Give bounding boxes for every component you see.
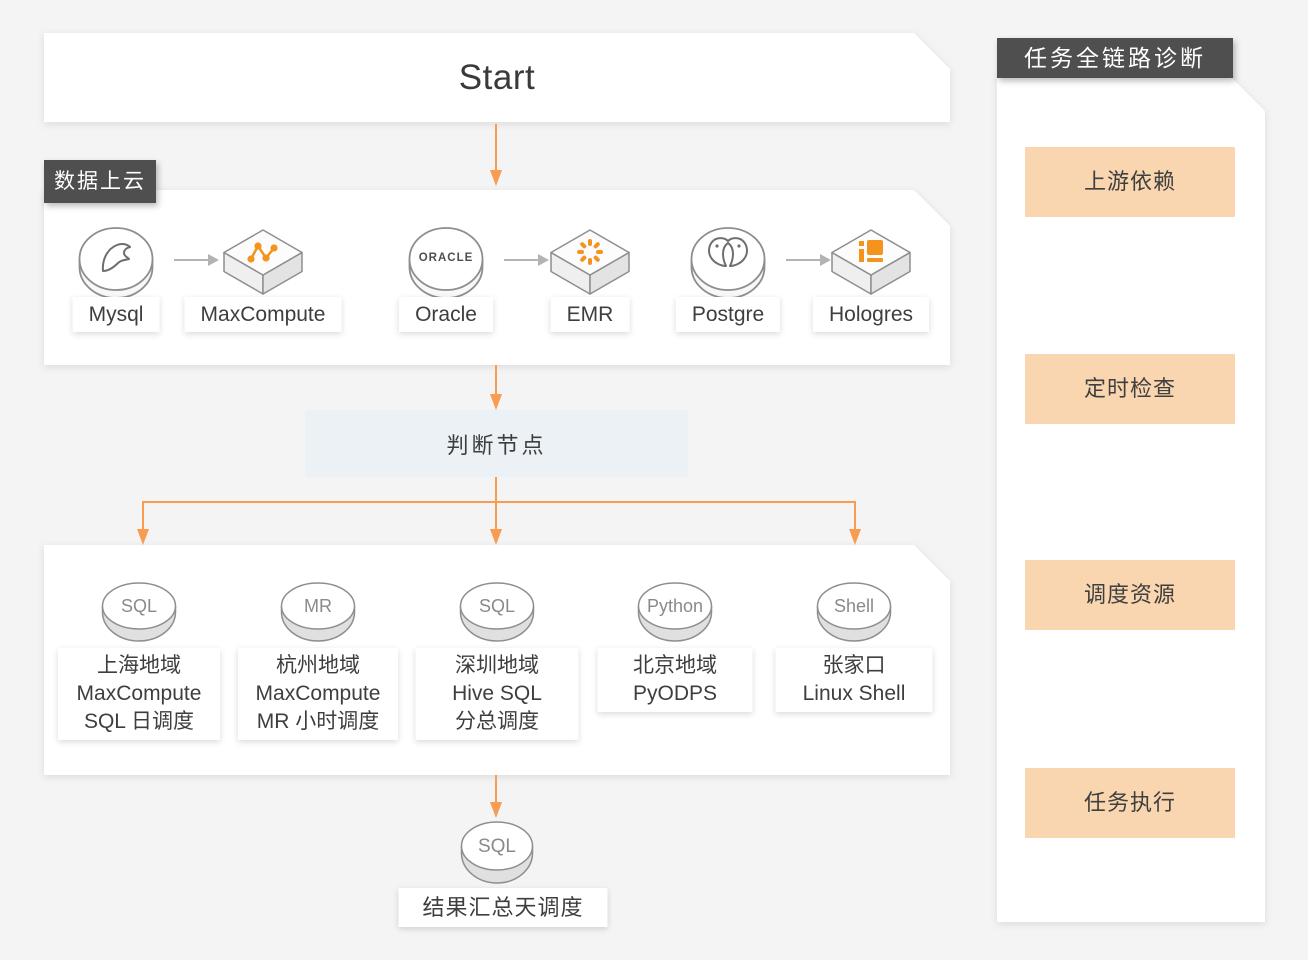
- task-cylinder-mr-hangzhou: [280, 582, 356, 642]
- arrowhead-task-to-result: [490, 802, 502, 818]
- emr-dots-icon: [577, 239, 603, 265]
- arrowhead-start-to-upload: [490, 170, 502, 186]
- upload-panel: [44, 190, 950, 365]
- maxcompute-zigzag-icon: [247, 242, 278, 263]
- task-label-4: 北京地域 PyODPS: [597, 648, 753, 712]
- arrow-postgre-to-hologres: [786, 259, 820, 261]
- arrow-start-to-upload: [495, 124, 497, 170]
- task-type-1: SQL: [120, 596, 158, 616]
- arrowhead-branch-left: [137, 529, 149, 545]
- task-type-5: Shell: [833, 596, 875, 616]
- arrow-upload-to-judge: [495, 365, 497, 395]
- branch-center-line: [495, 501, 497, 529]
- branch-stub-line: [495, 477, 497, 502]
- mysql-label: Mysql: [72, 297, 160, 332]
- result-label: 结果汇总天调度: [398, 888, 608, 927]
- task-cylinder-sql-shenzhen: [459, 582, 535, 642]
- judge-node: 判断节点: [305, 410, 688, 477]
- task-label-5: 张家口 Linux Shell: [775, 648, 933, 712]
- maxcompute-cube: [223, 229, 303, 295]
- emr-label: EMR: [550, 297, 630, 332]
- arrow-oracle-to-emr: [504, 259, 538, 261]
- arrow-task-to-result: [495, 775, 497, 803]
- task-type-4: Python: [646, 596, 704, 616]
- task-label-2: 杭州地域 MaxCompute MR 小时调度: [238, 648, 398, 740]
- task-cylinder-shell-zhangjiakou: [816, 582, 892, 642]
- arrowhead-oracle-to-emr: [538, 254, 549, 266]
- arrowhead-upload-to-judge: [490, 394, 502, 410]
- upload-section-tag: 数据上云: [44, 160, 156, 203]
- hologres-logo-icon: [859, 240, 883, 262]
- start-box: Start: [44, 33, 950, 122]
- task-type-3: SQL: [478, 596, 516, 616]
- task-label-3: 深圳地域 Hive SQL 分总调度: [415, 648, 579, 740]
- sidebar-item-scheduled-check: 定时检查: [1025, 354, 1235, 424]
- postgresql-elephant-icon: [708, 237, 748, 267]
- task-cylinder-python-beijing: [637, 582, 713, 642]
- oracle-label: Oracle: [399, 297, 493, 332]
- emr-cube: [550, 229, 630, 295]
- result-type: SQL: [477, 836, 517, 857]
- arrow-mysql-to-maxcompute: [174, 259, 208, 261]
- maxcompute-label: MaxCompute: [184, 297, 342, 332]
- arrowhead-branch-right: [849, 529, 861, 545]
- task-type-2: MR: [304, 596, 332, 616]
- task-label-1: 上海地域 MaxCompute SQL 日调度: [58, 648, 220, 740]
- mysql-dolphin-icon: [101, 242, 131, 272]
- sidebar-title: 任务全链路诊断: [997, 38, 1233, 78]
- arrowhead-branch-center: [490, 529, 502, 545]
- postgre-cylinder: [690, 227, 766, 299]
- judge-node-label: 判断节点: [446, 432, 547, 458]
- oracle-wordmark-icon: ORACLE: [418, 252, 474, 264]
- result-cylinder: [460, 821, 534, 884]
- oracle-cylinder: [408, 227, 484, 299]
- postgre-label: Postgre: [675, 297, 781, 332]
- hologres-label: Hologres: [812, 297, 930, 332]
- sidebar-item-scheduling-resources: 调度资源: [1025, 560, 1235, 630]
- mysql-cylinder: [78, 227, 154, 299]
- sidebar-item-upstream-dependency: 上游依赖: [1025, 147, 1235, 217]
- sidebar-item-task-execution: 任务执行: [1025, 768, 1235, 838]
- task-cylinder-sql-shanghai: [101, 582, 177, 642]
- arrowhead-postgre-to-hologres: [820, 254, 831, 266]
- hologres-cube: [831, 229, 911, 295]
- arrowhead-mysql-to-maxcompute: [208, 254, 219, 266]
- branch-left-line: [142, 501, 144, 529]
- start-label: Start: [458, 57, 536, 97]
- branch-horizontal-line: [142, 501, 856, 503]
- branch-right-line: [854, 501, 856, 529]
